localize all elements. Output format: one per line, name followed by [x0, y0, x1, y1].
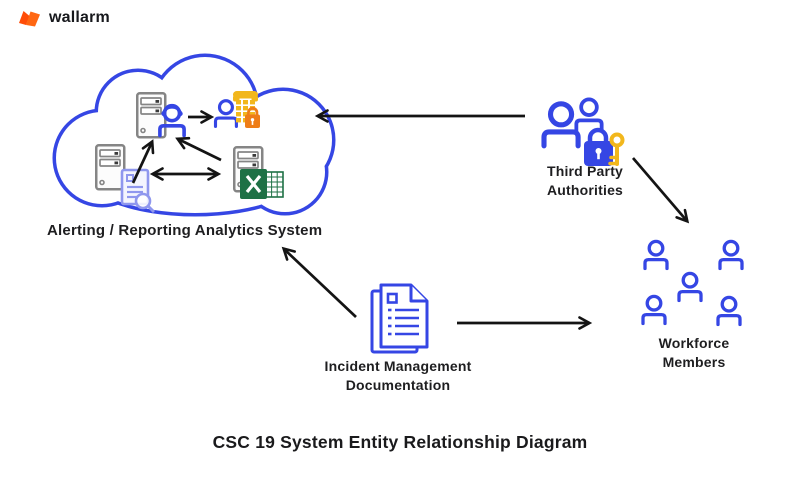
diagram-title: CSC 19 System Entity Relationship Diagra…	[212, 432, 588, 452]
document-search-icon	[120, 168, 156, 214]
analytics-system-label: Alerting / Reporting Analytics System	[47, 222, 323, 239]
incident-documentation-label: Incident Management Documentation	[324, 358, 472, 393]
headset-icon	[162, 105, 182, 114]
wallarm-flame-icon	[19, 11, 40, 27]
third-party-authorities-icon	[544, 97, 625, 166]
workforce-members-icon	[641, 239, 744, 327]
arrow-docs-to-analytics	[281, 246, 357, 318]
padlock-icon	[584, 127, 613, 166]
spreadsheet-server-icon	[233, 146, 284, 199]
arrow-log-server-to-support	[131, 139, 155, 184]
alert-lock-icon	[245, 106, 260, 128]
wallarm-wordmark: wallarm	[49, 8, 110, 26]
excel-icon	[240, 169, 284, 199]
alert-contact-phone-lock-icon	[213, 91, 260, 129]
support-agent-server-icon	[136, 92, 186, 139]
document-stack-icon	[370, 283, 429, 354]
arrow-spreadsheet-server-to-support	[175, 136, 222, 162]
log-search-server-icon	[95, 144, 156, 214]
wallarm-logo: wallarm	[18, 8, 110, 27]
arrow-third-party-to-workforce	[631, 157, 690, 224]
key-icon	[608, 132, 625, 166]
workforce-members-label: Workforce Members	[658, 335, 730, 370]
third-party-authorities-label: Third Party Authorities	[546, 163, 624, 198]
